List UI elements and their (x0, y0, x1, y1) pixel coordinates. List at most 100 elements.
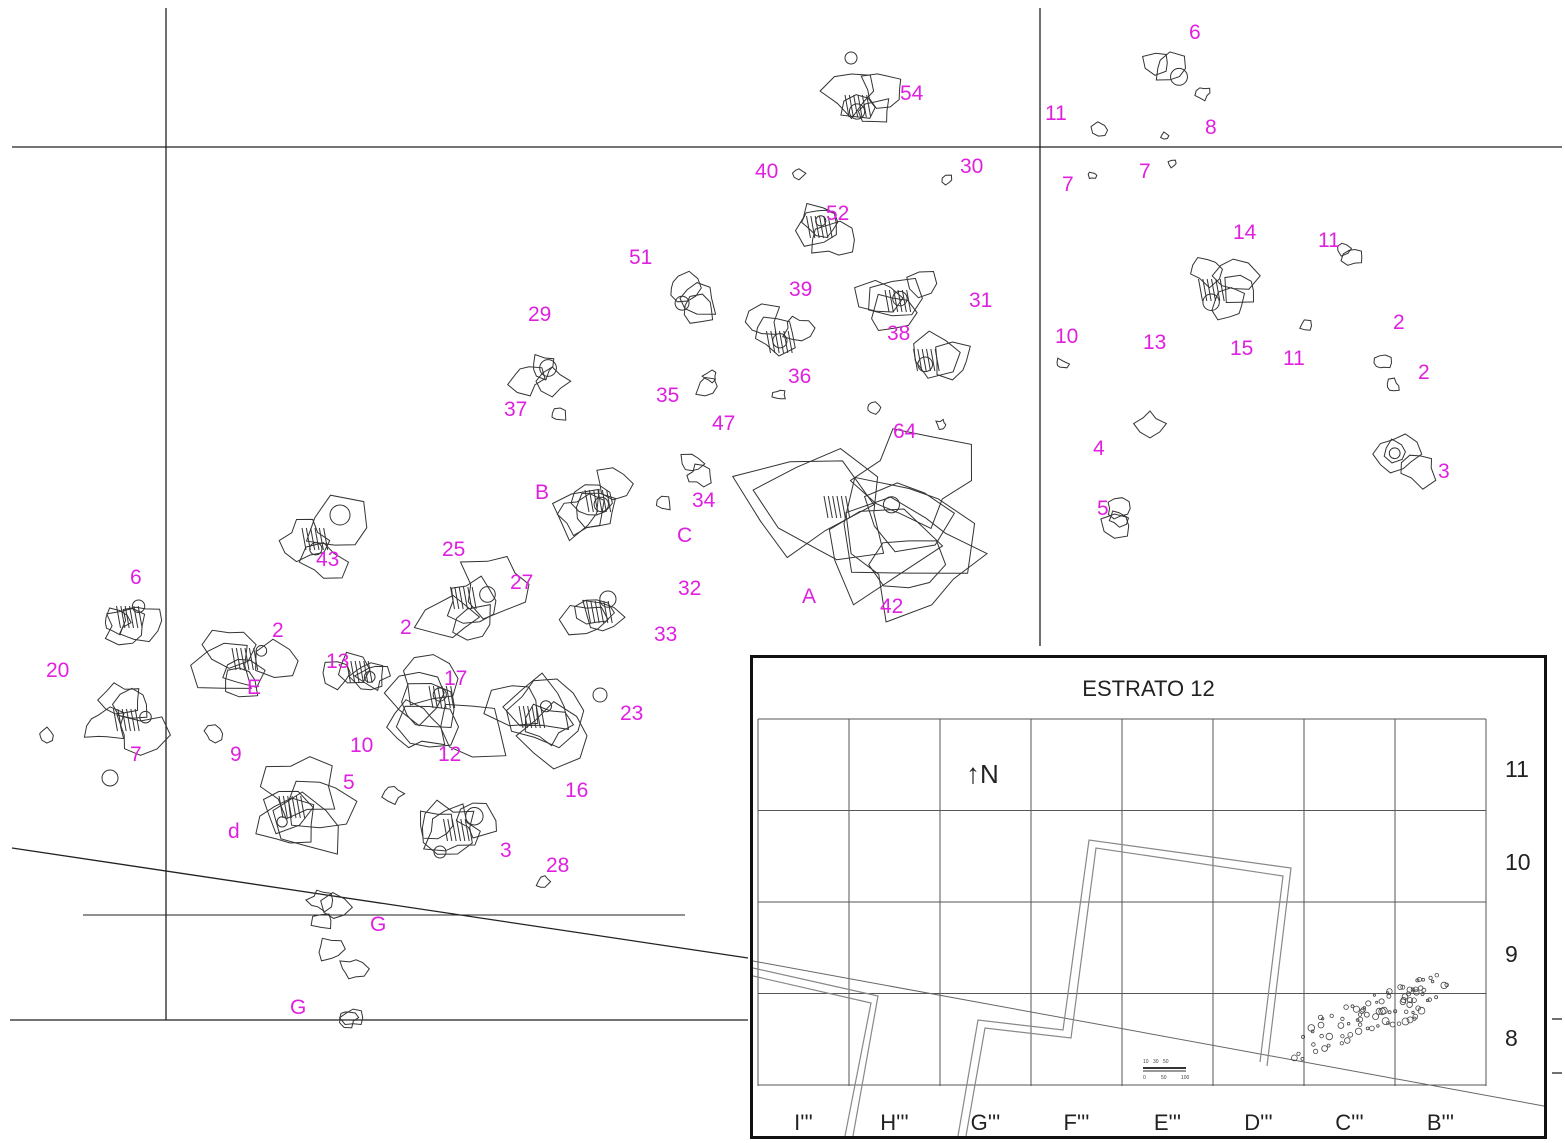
fragment-outline (535, 875, 552, 888)
north-letter: N (980, 759, 999, 789)
fragment-hatch (113, 708, 118, 732)
fragment-outline (1108, 510, 1130, 528)
inset-fragment-dot (1300, 1056, 1305, 1061)
inset-fragment-dot (1412, 1016, 1417, 1021)
inset-col-label: C''' (1335, 1110, 1364, 1135)
fragment-outline (857, 98, 890, 123)
fragment-label: 16 (565, 779, 589, 802)
fragment-outline (310, 913, 332, 930)
fragment-hatch (231, 647, 237, 671)
inset-row-label: 9 (1505, 941, 1518, 967)
fragment-label: 54 (900, 82, 924, 105)
fragment-hatch (926, 348, 931, 372)
fragment-outline (819, 73, 875, 120)
fragment-hatch (451, 818, 457, 842)
fragment-hatch (124, 605, 130, 629)
fragment-hatch (607, 600, 613, 624)
inset-fragment-dot (1317, 1021, 1325, 1029)
fragment-outline (1090, 121, 1109, 137)
fragment-outline (849, 428, 973, 530)
fragment-outline (383, 671, 445, 727)
fragment-ring (432, 687, 447, 702)
fragment-hatch (917, 348, 923, 372)
fragment-hatch (134, 708, 140, 732)
fragment-outline (459, 555, 530, 620)
fragment-label: 2 (1418, 361, 1430, 384)
fragment-hatch (432, 685, 438, 709)
fragment-hatch (827, 215, 833, 239)
fragment-outline (320, 892, 354, 919)
fragment-outline (1167, 159, 1177, 169)
fragment-outline (421, 799, 475, 855)
fragment-outline (551, 407, 567, 421)
inset-fragment-dot (1340, 1034, 1345, 1039)
inset-fragment-dot (1375, 1000, 1379, 1004)
fragment-hatch (471, 586, 477, 610)
fragment-hatch (295, 795, 301, 819)
fragment-label: 3 (1438, 460, 1450, 483)
inset-fragment-dot (1375, 1007, 1383, 1015)
inset-fragment-dot (1357, 1012, 1363, 1017)
fragment-label: 35 (656, 384, 680, 407)
inset-trench-outline (965, 847, 1284, 1136)
fragment-hatch (441, 685, 447, 709)
inset-fragment-dot (1411, 997, 1417, 1004)
fragment-label: 40 (755, 160, 779, 183)
fragment-hatch (845, 495, 851, 519)
inset-fragment-dot (1339, 1041, 1344, 1046)
fragment-hatch (464, 818, 470, 842)
inset-fragment-dot (1326, 1043, 1331, 1048)
inset-fragment-dot (1357, 1022, 1363, 1027)
fragment-label: E (247, 676, 262, 699)
fragment-hatch (117, 708, 123, 732)
fragment-outline (754, 316, 796, 357)
fragment-outline (843, 476, 976, 574)
fragment-hatch (913, 348, 918, 372)
inset-col-label: B''' (1426, 1110, 1455, 1135)
fragment-outline (1211, 287, 1246, 321)
fragment-hatch (588, 489, 594, 513)
fragment-outline (118, 606, 163, 643)
scale-tick-label: 50 (1161, 1075, 1167, 1081)
fragment-hatch (437, 685, 443, 709)
fragment-outline (533, 353, 555, 381)
fragment-hatch (367, 660, 373, 684)
fragment-hatch (130, 708, 136, 732)
inset-fragment-dot (1420, 992, 1425, 997)
fragment-outline (452, 603, 491, 641)
fragment-hatch (443, 818, 448, 842)
inset-fragment-dot (1372, 993, 1376, 997)
fragment-outline (800, 209, 839, 239)
fragment-outline (83, 706, 125, 740)
fragment-outline (935, 341, 971, 381)
fragment-ring (599, 590, 617, 608)
fragment-hatch (301, 527, 307, 551)
fragment-outline (683, 293, 714, 324)
fragment-outline (1155, 51, 1187, 81)
fragment-hatch (282, 795, 288, 819)
fragment-hatch (235, 647, 241, 671)
fragment-ring (848, 103, 866, 120)
inset-fragment-dot (1404, 1009, 1409, 1014)
fragment-label: 11 (1318, 229, 1340, 252)
fragment-hatch (766, 330, 771, 354)
fragment-outline (222, 658, 266, 688)
fragment-hatch (527, 705, 533, 729)
fragment-outline (860, 73, 902, 109)
inset-fragment-dot (1296, 1051, 1301, 1056)
inset-col-label: D''' (1244, 1110, 1273, 1135)
fragment-hatch (814, 215, 820, 239)
fragment-outline (570, 484, 613, 516)
fragment-label: 20 (46, 659, 70, 682)
fragment-outline (1340, 248, 1363, 266)
fragment-label: 7 (130, 743, 142, 766)
fragment-ring (844, 51, 858, 65)
fragment-outline (941, 174, 953, 186)
inset-fragment-dot (1401, 1017, 1410, 1026)
fragment-outline (1383, 438, 1406, 464)
fragment-ring (592, 687, 608, 703)
fragment-label: 7 (1062, 173, 1074, 196)
inset-fragment-dot (1325, 1032, 1333, 1041)
fragment-outline (524, 703, 575, 747)
